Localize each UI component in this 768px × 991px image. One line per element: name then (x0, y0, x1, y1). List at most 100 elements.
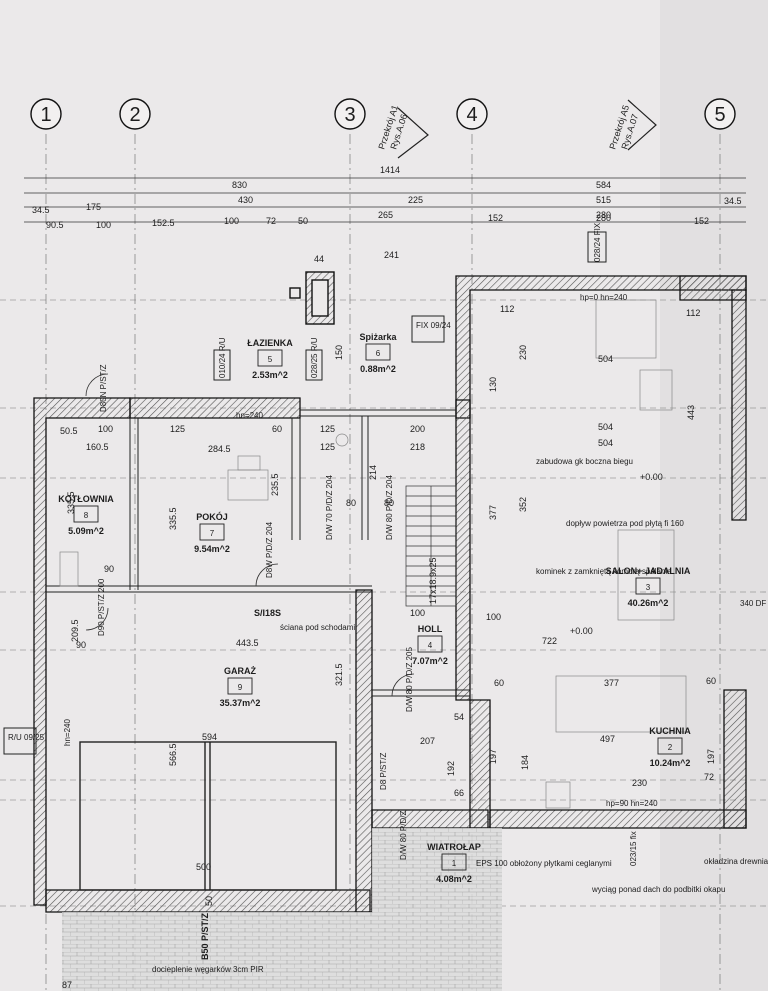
inner-dim-504a: 504 (598, 354, 613, 364)
inner-dim-90a: 90 (104, 564, 114, 574)
inner-dim-160-5: 160.5 (86, 442, 109, 452)
room-name: ŁAZIENKA (247, 338, 293, 348)
inner-dim-209-5: 209.5 (70, 619, 80, 642)
paving-right (372, 828, 502, 912)
door-kotlownia: D80N P/ST/Z (99, 364, 108, 412)
dim-515: 515 (596, 195, 611, 205)
notes: 17x18.9x25 zabudowa gk boczna biegu dopł… (63, 293, 768, 974)
axis-label-3: 3 (344, 104, 355, 126)
note-stairs: 17x18.9x25 (428, 557, 438, 604)
inner-dim-60c: 60 (706, 676, 716, 686)
room-name: POKÓJ (196, 511, 228, 522)
room-area: 7.07m^2 (412, 656, 448, 666)
dim-90-5: 90.5 (46, 220, 64, 230)
inner-dim-504b: 504 (598, 422, 613, 432)
axis-label-5: 5 (714, 104, 725, 126)
inner-dim-443-5: 443.5 (236, 638, 259, 648)
inner-dim-50-5: 50.5 (60, 426, 78, 436)
dim-100a: 100 (96, 220, 111, 230)
dim-34-5a: 34.5 (32, 205, 50, 215)
note-cladding: okładzina drewniana (704, 857, 768, 866)
inner-dim-90b: 90 (76, 640, 86, 650)
room-number: 1 (452, 859, 457, 868)
dim-225: 225 (408, 195, 423, 205)
room-number: 5 (268, 355, 273, 364)
room-number-box (441, 853, 467, 871)
room-name: SALON+ JADALNIA (606, 566, 691, 576)
room-name: KUCHNIA (649, 726, 691, 736)
axis-bubble-5 (704, 98, 736, 130)
room-area: 35.37m^2 (220, 698, 261, 708)
window-kuchnia-side: 340 DF (740, 599, 766, 608)
room-number: 6 (376, 349, 381, 358)
dim-152b: 152 (694, 216, 709, 226)
inner-dim-377b: 377 (604, 678, 619, 688)
room-labels: KOTŁOWNIA85.09m^2POKÓJ79.54m^2ŁAZIENKA52… (58, 332, 691, 884)
inner-dim-335-5a: 335.5 (66, 491, 76, 514)
axis-label-1: 1 (40, 104, 51, 126)
window-salon-top: 028/24 FIX (593, 222, 602, 262)
note-exhaust: wyciąg ponad dach do podbitki okapu (591, 885, 725, 894)
inner-dim-150: 150 (334, 345, 344, 360)
inner-dim-54: 54 (454, 712, 464, 722)
room-number: 8 (84, 511, 89, 520)
dimension-chains (24, 177, 746, 223)
inner-dim-125c: 125 (320, 442, 335, 452)
room-lazienka: ŁAZIENKA 5 2.53m^2 (247, 338, 293, 380)
paper-shadow (660, 0, 768, 991)
room-spizarka: Spiżarka 6 0.88m^2 (359, 332, 397, 374)
dim-34-5b: 34.5 (724, 196, 742, 206)
inner-dim-125b: 125 (320, 424, 335, 434)
room-name: GARAŻ (224, 666, 256, 676)
inner-dim-50: 50 (204, 896, 214, 906)
room-number: 7 (210, 529, 215, 538)
inner-dim-235-5: 235.5 (270, 473, 280, 496)
room-number: 4 (428, 641, 433, 650)
chimney (289, 271, 335, 325)
room-area: 40.26m^2 (628, 598, 669, 608)
room-name: WIATROŁAP (427, 842, 481, 852)
room-number-box (417, 635, 443, 653)
dim-72: 72 (266, 216, 276, 226)
note-level-holl: +0.00 (570, 626, 593, 636)
note-hn-garaz: hn=240 (63, 719, 72, 746)
inner-dim-214: 214 (368, 465, 378, 480)
room-area: 0.88m^2 (360, 364, 396, 374)
inner-dim-100b: 100 (410, 608, 425, 618)
inner-dim-100a: 100 (98, 424, 113, 434)
axis-bubble-1 (30, 98, 62, 130)
inner-dim-377a: 377 (488, 505, 498, 520)
window-spizarka: FIX 09/24 (416, 321, 451, 330)
note-insulation: docieplenie węgarków 3cm PIR (152, 965, 264, 974)
room-area: 2.53m^2 (252, 370, 288, 380)
room-number-box (657, 737, 683, 755)
room-number-box (365, 343, 391, 361)
axis-bubble-3 (334, 98, 366, 130)
inner-dim-60a: 60 (272, 424, 282, 434)
inner-dim-197a: 197 (488, 749, 498, 764)
note-air-supply: dopływ powietrza pod płytą fi 160 (566, 519, 684, 528)
room-name: HOLL (418, 624, 443, 634)
inner-dim-566-5: 566.5 (168, 743, 178, 766)
note-level-salon: +0.00 (640, 472, 663, 482)
inner-dim-321-5: 321.5 (334, 663, 344, 686)
door-main: D8 P/ST/Z (379, 753, 388, 790)
inner-dim-44: 44 (314, 254, 324, 264)
room-name: Spiżarka (359, 332, 397, 342)
inner-dim-443: 443 (686, 405, 696, 420)
inner-dim-125a: 125 (170, 424, 185, 434)
inner-dim-80a: 80 (346, 498, 356, 508)
inner-dim-230a: 230 (518, 345, 528, 360)
room-name: KOTŁOWNIA (58, 494, 114, 504)
inner-dim-200: 200 (410, 424, 425, 434)
room-holl: HOLL 4 7.07m^2 (412, 624, 448, 666)
inner-dim-66: 66 (454, 788, 464, 798)
inner-dim-241: 241 (384, 250, 399, 260)
window-lazienka-b: 028/25 R/U (310, 337, 319, 378)
window-kuchnia: 023/15 fix (629, 831, 638, 866)
